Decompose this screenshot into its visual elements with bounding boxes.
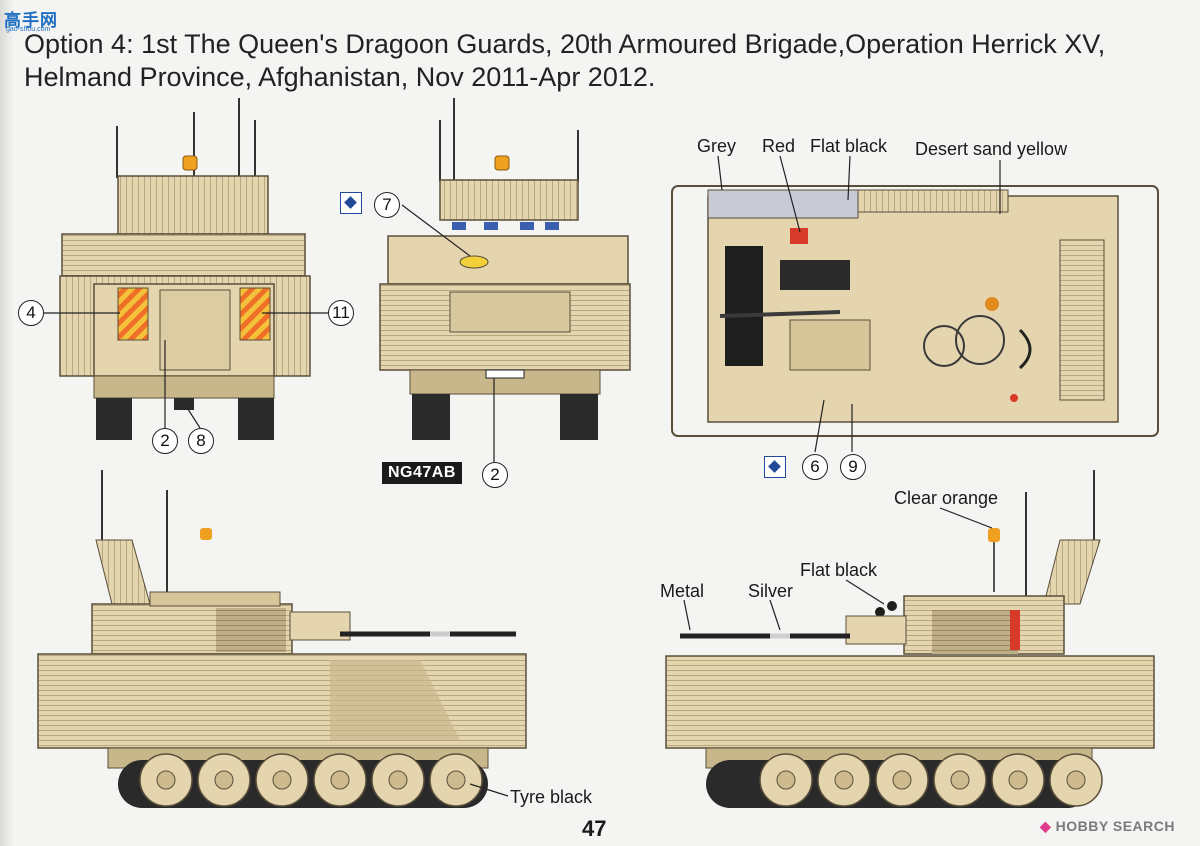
leader-lines xyxy=(44,155,1001,797)
page-number: 47 xyxy=(582,816,607,841)
decal-sheet-icon xyxy=(340,192,362,214)
wheel-hub xyxy=(388,770,408,790)
wheel-hub xyxy=(892,770,912,790)
rear-view xyxy=(59,98,311,440)
site-logo-text: 高手网 xyxy=(4,11,58,30)
site-logo: 高手网 gao-shou.com xyxy=(0,4,80,34)
page-title: Option 4: 1st The Queen's Dragoon Guards… xyxy=(24,29,1106,92)
wheel-hub xyxy=(214,770,234,790)
right-road-wheels xyxy=(759,753,1103,807)
wheel-hub xyxy=(156,770,176,790)
wheel-hub xyxy=(950,770,970,790)
label-desert-sand-yellow: Desert sand yellow xyxy=(915,139,1068,159)
left-road-wheels xyxy=(139,753,483,807)
label-tyre-black: Tyre black xyxy=(510,787,593,807)
label-clear-orange: Clear orange xyxy=(894,488,999,508)
wheel-hub xyxy=(776,770,796,790)
left-side-view xyxy=(37,470,527,808)
top-view xyxy=(671,185,1159,437)
callout-front-top: 7 xyxy=(374,192,400,218)
callout-top-b: 9 xyxy=(840,454,866,480)
site-logo-subtext: gao-shou.com xyxy=(6,26,51,33)
wheel-hub xyxy=(834,770,854,790)
callout-rear-bottom-a: 2 xyxy=(152,428,178,454)
wheel-hub xyxy=(330,770,350,790)
label-flat-black-top: Flat black xyxy=(810,136,888,156)
wheel-hub xyxy=(1066,770,1086,790)
callout-front-bottom: 2 xyxy=(482,462,508,488)
page-binding-edge xyxy=(0,0,14,846)
callout-rear-right: 11 xyxy=(328,300,354,326)
callout-top-a: 6 xyxy=(802,454,828,480)
label-flat-black-side: Flat black xyxy=(800,560,878,580)
wheel-hub xyxy=(272,770,292,790)
hobby-search-mark-icon: ◆ xyxy=(1040,818,1052,834)
front-view xyxy=(379,98,631,440)
callout-rear-bottom-b: 8 xyxy=(188,428,214,454)
label-red: Red xyxy=(762,136,796,156)
callout-rear-left: 4 xyxy=(18,300,44,326)
wheel-hub xyxy=(1008,770,1028,790)
hobby-search-text: HOBBY SEARCH xyxy=(1055,818,1175,834)
decal-sheet-icon xyxy=(764,456,786,478)
number-plate: NG47AB xyxy=(382,462,462,484)
hobby-search-watermark: ◆ HOBBY SEARCH xyxy=(1040,818,1175,835)
label-metal: Metal xyxy=(660,581,705,601)
label-silver: Silver xyxy=(748,581,794,601)
label-grey: Grey xyxy=(697,136,737,156)
wheel-hub xyxy=(446,770,466,790)
